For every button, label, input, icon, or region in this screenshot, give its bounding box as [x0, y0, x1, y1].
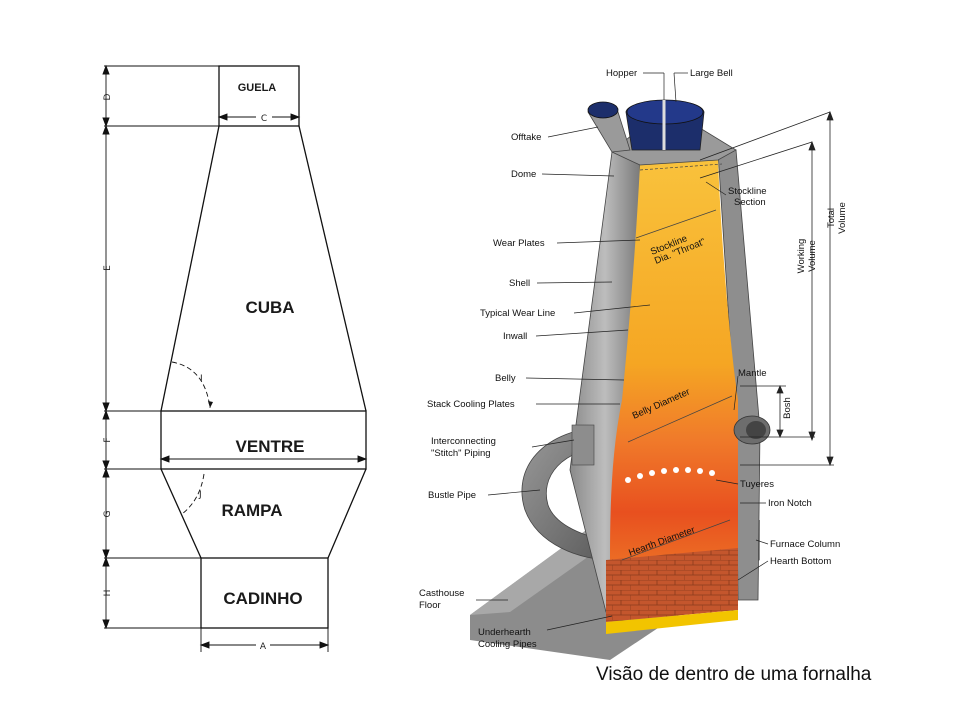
dim-f-label: F — [103, 437, 113, 442]
throat-box — [218, 65, 300, 127]
zone-guela-label: GUELA — [238, 82, 277, 94]
total-volume-label-1: Total — [826, 208, 837, 228]
vertical-dimension-letters: D E F G H — [103, 93, 113, 596]
leader-lines — [476, 72, 769, 631]
hearth-bottom-layer — [606, 610, 738, 634]
stitch-piping-block — [571, 424, 595, 466]
dim-h-label: H — [103, 590, 113, 597]
bustle-pipe-label: Bustle Pipe — [428, 490, 476, 501]
hopper-label: Hopper — [606, 68, 637, 79]
dim-e-label: E — [103, 265, 113, 271]
underhearth-label-1: Underhearth — [478, 627, 531, 638]
dim-g-label: G — [103, 510, 113, 517]
shell-label: Shell — [509, 278, 530, 289]
casthouse-floor-label-1: Casthouse — [419, 588, 464, 599]
wear-plates-label: Wear Plates — [493, 238, 545, 249]
stack-outline — [160, 125, 367, 412]
zone-cuba-label: CUBA — [245, 298, 294, 317]
hearth-bottom-label: Hearth Bottom — [770, 556, 831, 567]
bosh-outline — [160, 468, 367, 559]
mantle-label: Mantle — [738, 368, 767, 379]
stockline-section-label-1: Stockline — [728, 186, 767, 197]
dim-a-label: A — [260, 642, 267, 652]
tuyeres-label: Tuyeres — [740, 479, 774, 490]
large-bell-label: Large Bell — [690, 68, 733, 79]
furnace-column-label: Furnace Column — [770, 539, 840, 550]
internal-diameter-lines — [621, 163, 733, 561]
casthouse-floor-label-2: Floor — [419, 600, 441, 611]
stack-angle-arc — [171, 361, 211, 409]
dim-d-label: D — [103, 93, 113, 100]
figure-caption: Visão de dentro de uma fornalha — [596, 664, 872, 685]
zone-rampa-label: RAMPA — [221, 501, 282, 520]
horizontal-dimensions — [159, 113, 368, 649]
tuyere-ring — [625, 467, 715, 483]
working-volume-label-1: Working — [796, 239, 807, 274]
molten-core — [606, 160, 738, 612]
zone-ventre-label: VENTRE — [236, 437, 305, 456]
stack-angle-arrow — [208, 401, 213, 408]
furnace-cutaway — [470, 99, 771, 660]
interconnecting-piping-label-2: "Stitch" Piping — [431, 448, 491, 459]
dim-c-label: C — [261, 114, 267, 124]
vertical-dimension-scale — [102, 64, 110, 630]
stockline-section-label-2: Section — [734, 197, 766, 208]
hearth-brick — [606, 548, 738, 622]
bosh-angle-arc — [181, 473, 205, 515]
extension-lines — [104, 65, 329, 652]
belly-box — [160, 410, 367, 470]
underhearth-label-2: Cooling Pipes — [478, 639, 537, 650]
furnace-profile — [160, 65, 367, 629]
working-volume-label-2: Volume — [807, 240, 818, 272]
bosh-label: Bosh — [782, 397, 793, 419]
hearth-box — [200, 557, 329, 629]
offtake-opening — [587, 101, 619, 119]
offtake-label: Offtake — [511, 132, 541, 143]
dim-i-label: I — [200, 374, 203, 384]
belly-label: Belly — [495, 373, 516, 384]
total-volume-label-2: Volume — [837, 202, 848, 234]
inwall-label: Inwall — [503, 331, 527, 342]
dim-j-label: J — [198, 490, 202, 500]
volume-dimension-lines — [699, 110, 834, 467]
callout-labels: Hopper Large Bell Offtake Dome Stockline… — [419, 68, 840, 650]
iron-notch-label: Iron Notch — [768, 498, 812, 509]
zone-cadinho-label: CADINHO — [223, 589, 302, 608]
interconnecting-piping-label-1: Interconnecting — [431, 436, 496, 447]
typical-wear-line-label: Typical Wear Line — [480, 308, 555, 319]
stack-cooling-plates-label: Stack Cooling Plates — [427, 399, 515, 410]
dome-label: Dome — [511, 169, 536, 180]
